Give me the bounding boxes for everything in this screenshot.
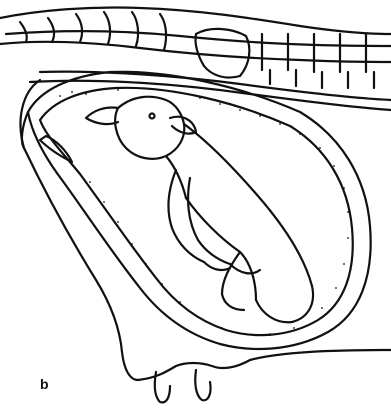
calf-belly	[186, 198, 256, 300]
sacrum-block	[195, 29, 249, 78]
teat-2	[195, 370, 210, 400]
vertebra-3	[76, 14, 82, 42]
vertebra-6	[160, 14, 166, 50]
cervix	[22, 112, 28, 148]
spine-vertebrae	[0, 7, 391, 88]
vertebra-5	[132, 12, 138, 46]
calf-muzzle	[86, 107, 118, 124]
pelvis-and-udder	[21, 80, 391, 402]
vertebra-4	[104, 12, 110, 44]
calf-rump	[256, 286, 313, 322]
calf-eye	[150, 114, 155, 119]
calf-hoof-2	[230, 264, 260, 273]
spine-upper-outline	[0, 7, 391, 34]
calf-fetus	[86, 97, 313, 323]
calf-hind-leg	[222, 252, 244, 310]
udder-lower-outline	[138, 350, 391, 380]
vertebra-2	[48, 18, 54, 42]
panel-label: b	[40, 377, 49, 391]
calf-foreleg-2	[188, 178, 230, 264]
uterus-outer-wall	[28, 72, 371, 349]
